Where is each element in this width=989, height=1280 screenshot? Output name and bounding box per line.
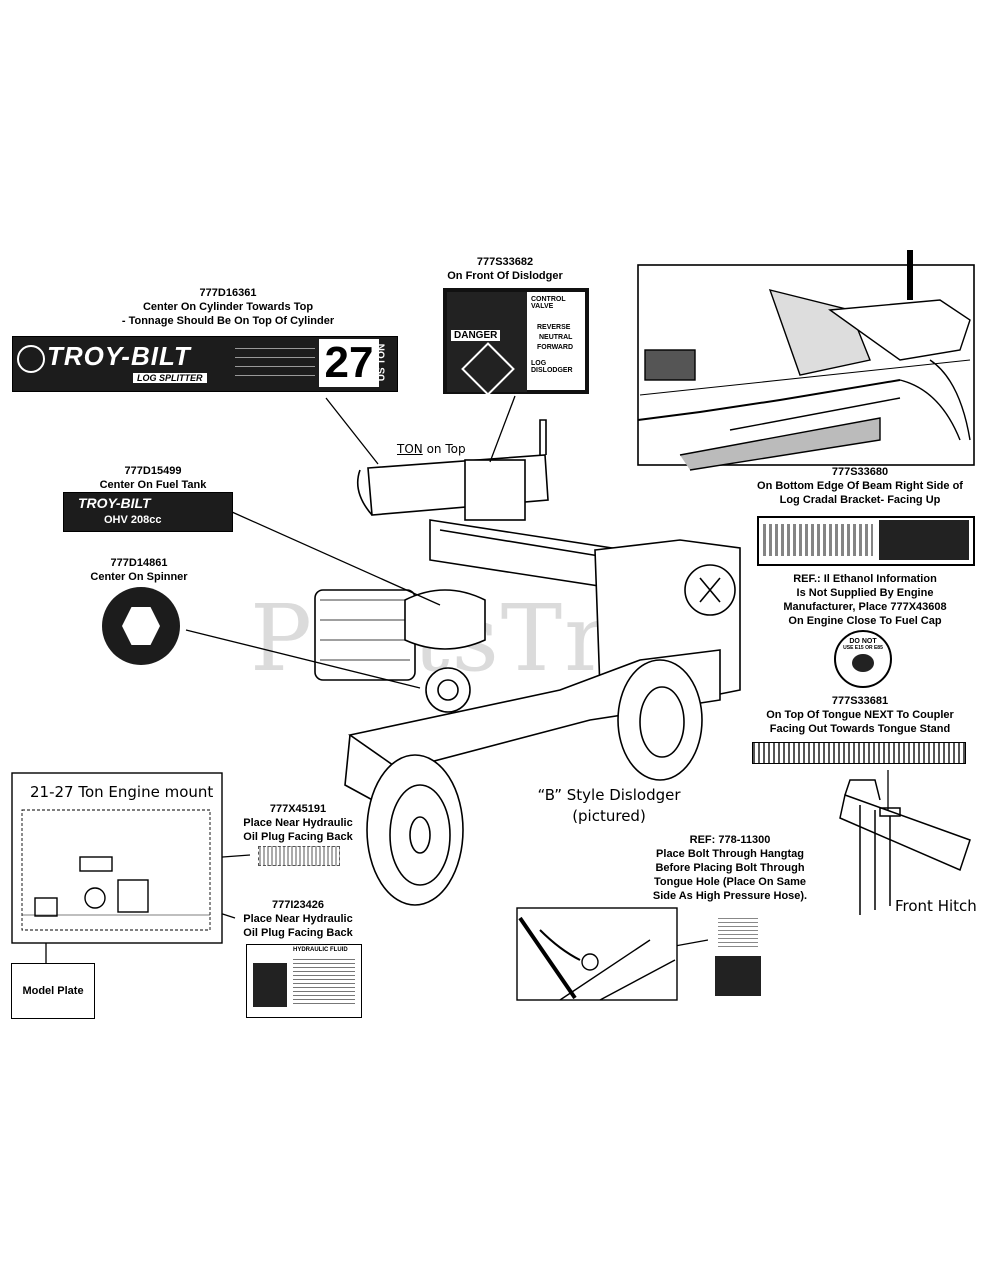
label-line: Place Near Hydraulic xyxy=(243,913,353,925)
label-line: On Top Of Tongue NEXT To Coupler xyxy=(766,709,954,721)
fuel-tank-decal: TROY-BILT OHV 208cc xyxy=(63,492,233,532)
model-plate-box: Model Plate xyxy=(11,963,95,1019)
caption-line: (pictured) xyxy=(572,807,646,825)
danger-dislodger-decal: DANGER CONTROL VALVE REVERSE NEUTRAL FOR… xyxy=(443,288,589,396)
tongue-decal xyxy=(752,742,966,764)
label-line: Manufacturer, Place 777X43608 xyxy=(783,601,947,613)
fluid-tank-icon xyxy=(253,963,287,1007)
part-number: 777D14861 xyxy=(110,557,168,569)
ethanol-decal: DO NOT USE E15 OR E85 xyxy=(834,630,892,688)
neutral-text: NEUTRAL xyxy=(539,334,573,341)
danger-word: DANGER xyxy=(451,330,501,341)
label-777d14861: 777D14861 Center On Spinner xyxy=(74,556,204,584)
label-777d16361: 777D16361 Center On Cylinder Towards Top… xyxy=(98,286,358,328)
hydraulic-fluid-title: HYDRAULIC FLUID xyxy=(293,947,348,953)
label-line: Place Near Hydraulic xyxy=(243,817,353,829)
label-line: Side As High Pressure Hose). xyxy=(652,890,808,902)
part-number: 777S33680 xyxy=(831,466,889,478)
control-valve-title: CONTROL VALVE xyxy=(531,296,566,310)
on-top-word: on Top xyxy=(422,442,466,456)
hangtag xyxy=(708,910,768,1008)
log-splitter-sketch xyxy=(314,419,741,906)
label-line: Tongue Hole (Place On Same xyxy=(654,876,806,888)
label-line: Center On Fuel Tank xyxy=(99,479,207,491)
part-number: 777I23426 xyxy=(272,899,324,911)
label-line: - Tonnage Should Be On Top Of Cylinder xyxy=(121,315,335,327)
feature-list xyxy=(235,342,315,386)
label-line: Oil Plug Facing Back xyxy=(243,927,353,939)
forward-text: FORWARD xyxy=(537,344,574,351)
engine-mount-inset xyxy=(11,772,223,944)
part-number: 777D15499 xyxy=(124,465,182,477)
hangtag-picture xyxy=(715,956,761,996)
hydraulic-fluid-decal: HYDRAULIC FLUID xyxy=(246,944,362,1018)
beam-inset xyxy=(637,250,975,471)
caption-line: “B” Style Dislodger xyxy=(537,786,681,804)
reverse-text: REVERSE xyxy=(537,324,571,331)
tonnage-value: 27 xyxy=(319,339,379,387)
danger-panel: DANGER xyxy=(447,292,527,396)
log-dislodger-text: LOG DISLODGER xyxy=(531,360,573,374)
hydraulic-text-block xyxy=(293,959,355,1007)
hangtag-inset xyxy=(516,907,678,1001)
do-not-text: DO NOT xyxy=(849,638,877,645)
label-777i23426: 777I23426 Place Near Hydraulic Oil Plug … xyxy=(228,898,368,940)
ton-word: TON xyxy=(397,442,423,456)
brand-circle-icon xyxy=(17,345,45,373)
front-hitch-label: Front Hitch xyxy=(895,897,977,915)
label-line: Before Placing Bolt Through xyxy=(655,862,805,874)
label-line: On Front Of Dislodger xyxy=(447,270,563,282)
hangtag-text xyxy=(718,918,758,948)
troybilt-27-ton-decal: TROY-BILT LOG SPLITTER 27 US TON xyxy=(12,336,398,392)
spinner-decal xyxy=(102,587,180,665)
warning-pictograms xyxy=(763,524,873,556)
label-ethanol-ref: REF.: Il Ethanol Information Is Not Supp… xyxy=(760,572,970,628)
warning-diamond-icon xyxy=(461,342,515,396)
e15-text: USE E15 OR E85 xyxy=(843,645,883,651)
label-777s33682: 777S33682 On Front Of Dislodger xyxy=(420,255,590,283)
part-number: 777S33682 xyxy=(476,256,534,268)
part-number: 777S33681 xyxy=(831,695,889,707)
label-777s33680: 777S33680 On Bottom Edge Of Beam Right S… xyxy=(740,465,980,507)
label-777x45191: 777X45191 Place Near Hydraulic Oil Plug … xyxy=(228,802,368,844)
engine-size-text: OHV 208cc xyxy=(104,514,162,526)
warning-text-panel xyxy=(879,520,969,560)
hexagon-icon xyxy=(122,607,160,645)
oil-plug-decal-small xyxy=(258,846,340,866)
label-line: Oil Plug Facing Back xyxy=(243,831,353,843)
front-hitch-sketch xyxy=(839,779,971,915)
label-line: Facing Out Towards Tongue Stand xyxy=(769,723,951,735)
label-ref-778-11300: REF: 778-11300 Place Bolt Through Hangta… xyxy=(640,833,820,903)
dislodger-caption: “B” Style Dislodger (pictured) xyxy=(534,785,684,827)
ton-on-top-note: TON on Top xyxy=(397,442,466,456)
log-splitter-text: LOG SPLITTER xyxy=(133,373,207,383)
label-line: Place Bolt Through Hangtag xyxy=(656,848,804,860)
label-777d15499: 777D15499 Center On Fuel Tank xyxy=(58,464,248,492)
label-line: On Bottom Edge Of Beam Right Side of xyxy=(757,480,963,492)
part-number: REF: 778-11300 xyxy=(689,834,771,846)
beam-warning-decal xyxy=(757,516,975,566)
part-number: 777D16361 xyxy=(199,287,257,299)
label-line: Log Cradal Bracket- Facing Up xyxy=(779,494,941,506)
engine-mount-title: 21-27 Ton Engine mount xyxy=(30,783,214,801)
troybilt-brand: TROY-BILT xyxy=(47,341,191,371)
label-line: On Engine Close To Fuel Cap xyxy=(788,615,942,627)
fuel-tank-brand: TROY-BILT xyxy=(78,495,151,511)
tonnage-unit: US TON xyxy=(376,343,388,382)
part-number: 777X45191 xyxy=(269,803,327,815)
label-777s33681: 777S33681 On Top Of Tongue NEXT To Coupl… xyxy=(740,694,980,736)
label-line: REF.: Il Ethanol Information xyxy=(793,573,937,585)
label-line: Center On Spinner xyxy=(90,571,188,583)
label-line: Is Not Supplied By Engine xyxy=(796,587,934,599)
fuel-pump-icon xyxy=(852,654,874,672)
label-line: Center On Cylinder Towards Top xyxy=(142,301,314,313)
